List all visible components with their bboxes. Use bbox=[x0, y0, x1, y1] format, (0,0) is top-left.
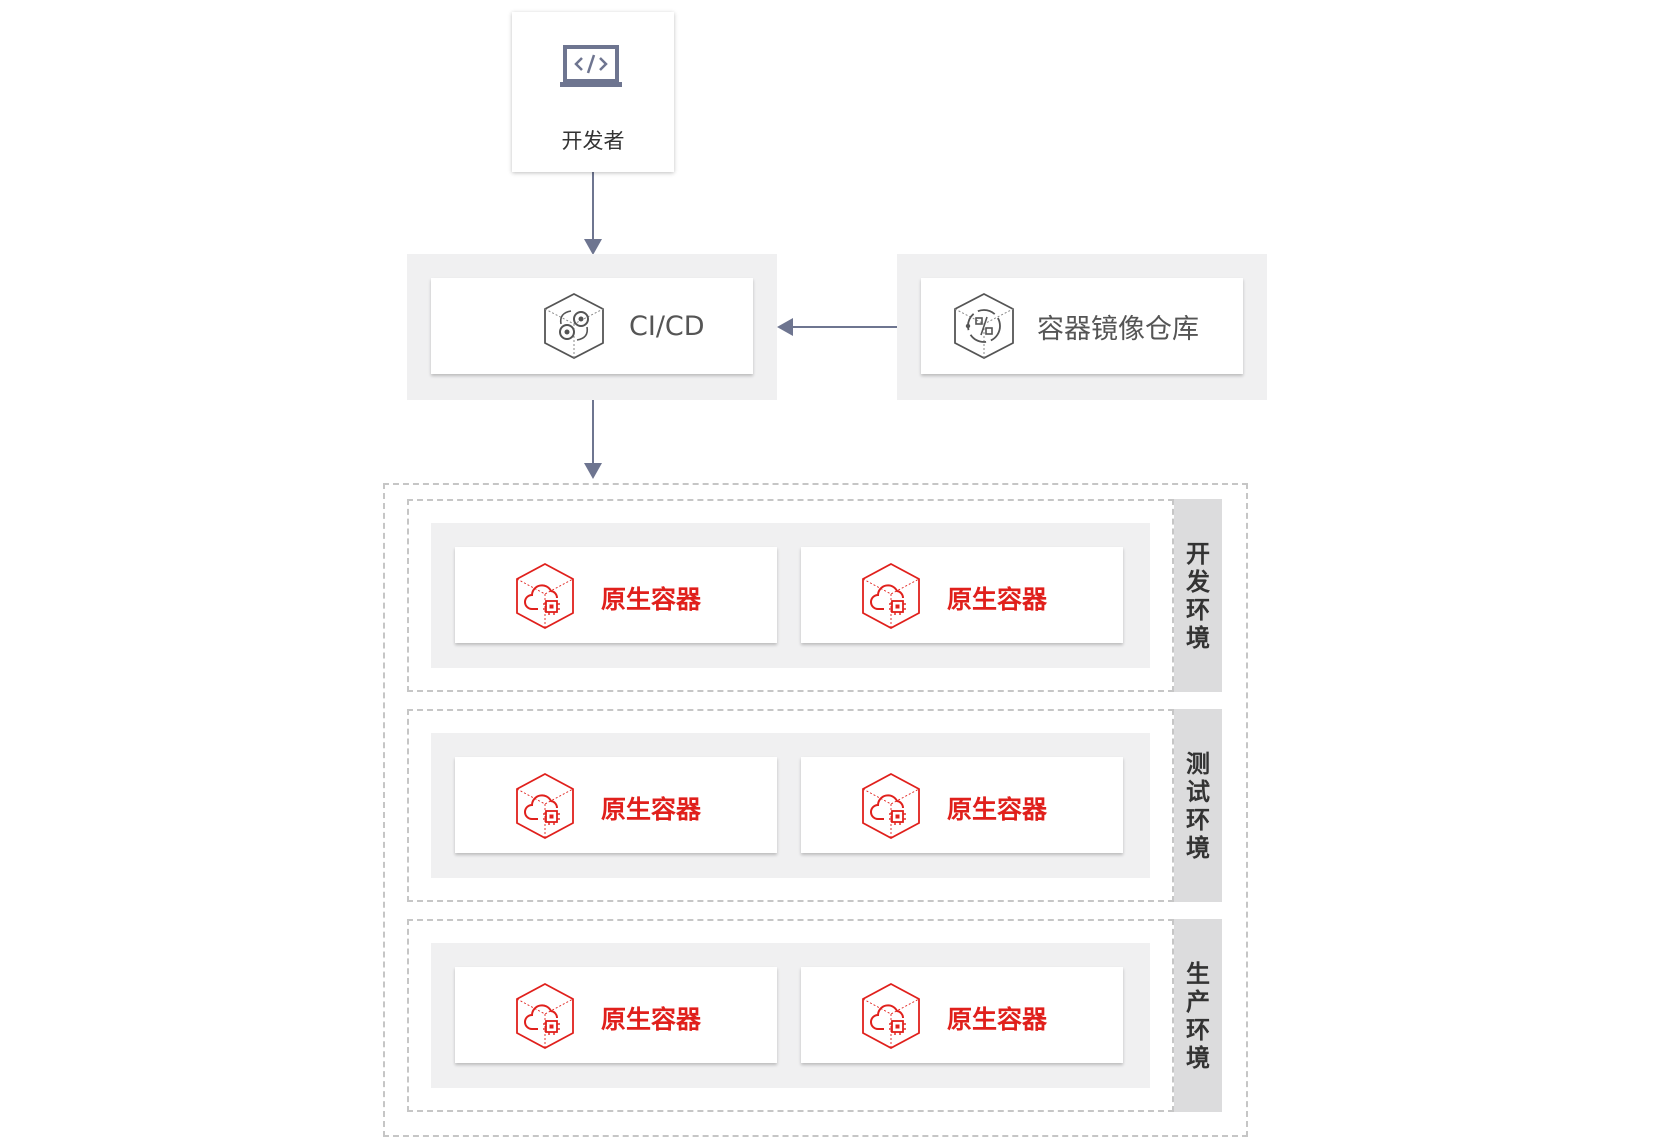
env-tab-char: 环 bbox=[1186, 805, 1210, 834]
arrow-cicd-to-environments bbox=[584, 400, 602, 479]
container-card: 原生容器 bbox=[455, 757, 777, 853]
env-tab-char: 境 bbox=[1186, 833, 1210, 862]
container-card: 原生容器 bbox=[455, 547, 777, 643]
arrow-registry-to-cicd bbox=[777, 318, 902, 336]
cicd-cube-icon bbox=[544, 292, 604, 360]
env-tab-char: 测 bbox=[1186, 749, 1210, 778]
arrow-developer-to-cicd bbox=[584, 172, 602, 255]
environment-prod-tab: 生 产 环 境 bbox=[1174, 919, 1222, 1112]
cicd-label: CI/CD bbox=[629, 310, 705, 342]
env-tab-char: 境 bbox=[1186, 1043, 1210, 1072]
registry-card: 容器镜像仓库 bbox=[921, 278, 1243, 374]
cloud-chip-cube-icon bbox=[516, 982, 574, 1050]
developer-label: 开发者 bbox=[561, 129, 625, 153]
environment-prod-frame bbox=[407, 919, 1174, 1112]
registry-label: 容器镜像仓库 bbox=[1037, 313, 1199, 345]
cicd-card: CI/CD bbox=[431, 278, 753, 374]
cicd-panel: CI/CD bbox=[407, 254, 777, 400]
environment-dev-tab: 开 发 环 境 bbox=[1174, 499, 1222, 692]
container-label: 原生容器 bbox=[601, 585, 702, 614]
container-label: 原生容器 bbox=[601, 795, 702, 824]
registry-panel: 容器镜像仓库 bbox=[897, 254, 1267, 400]
developer-card: 开发者 bbox=[512, 12, 674, 172]
container-card: 原生容器 bbox=[801, 757, 1123, 853]
environment-test-panel: 原生容器 原生容器 bbox=[431, 733, 1150, 878]
env-tab-char: 产 bbox=[1186, 987, 1210, 1016]
env-tab-char: 发 bbox=[1186, 567, 1210, 596]
env-tab-char: 生 bbox=[1186, 959, 1210, 988]
laptop-code-icon bbox=[560, 45, 622, 87]
env-tab-char: 试 bbox=[1186, 777, 1210, 806]
environment-prod-panel: 原生容器 原生容器 bbox=[431, 943, 1150, 1088]
environment-dev-frame bbox=[407, 499, 1174, 692]
registry-cube-icon bbox=[954, 292, 1014, 360]
cloud-chip-cube-icon bbox=[862, 772, 920, 840]
env-tab-char: 环 bbox=[1186, 595, 1210, 624]
container-card: 原生容器 bbox=[801, 967, 1123, 1063]
container-label: 原生容器 bbox=[601, 1005, 702, 1034]
container-card: 原生容器 bbox=[801, 547, 1123, 643]
cloud-chip-cube-icon bbox=[862, 982, 920, 1050]
cloud-chip-cube-icon bbox=[516, 562, 574, 630]
environment-test-tab: 测 试 环 境 bbox=[1174, 709, 1222, 902]
cloud-chip-cube-icon bbox=[516, 772, 574, 840]
environments-container bbox=[383, 483, 1248, 1137]
container-label: 原生容器 bbox=[947, 585, 1048, 614]
environment-test-frame bbox=[407, 709, 1174, 902]
container-label: 原生容器 bbox=[947, 795, 1048, 824]
env-tab-char: 境 bbox=[1186, 623, 1210, 652]
cloud-chip-cube-icon bbox=[862, 562, 920, 630]
environment-dev-panel: 原生容器 原生容器 bbox=[431, 523, 1150, 668]
container-label: 原生容器 bbox=[947, 1005, 1048, 1034]
env-tab-char: 开 bbox=[1186, 539, 1210, 568]
env-tab-char: 环 bbox=[1186, 1015, 1210, 1044]
container-card: 原生容器 bbox=[455, 967, 777, 1063]
